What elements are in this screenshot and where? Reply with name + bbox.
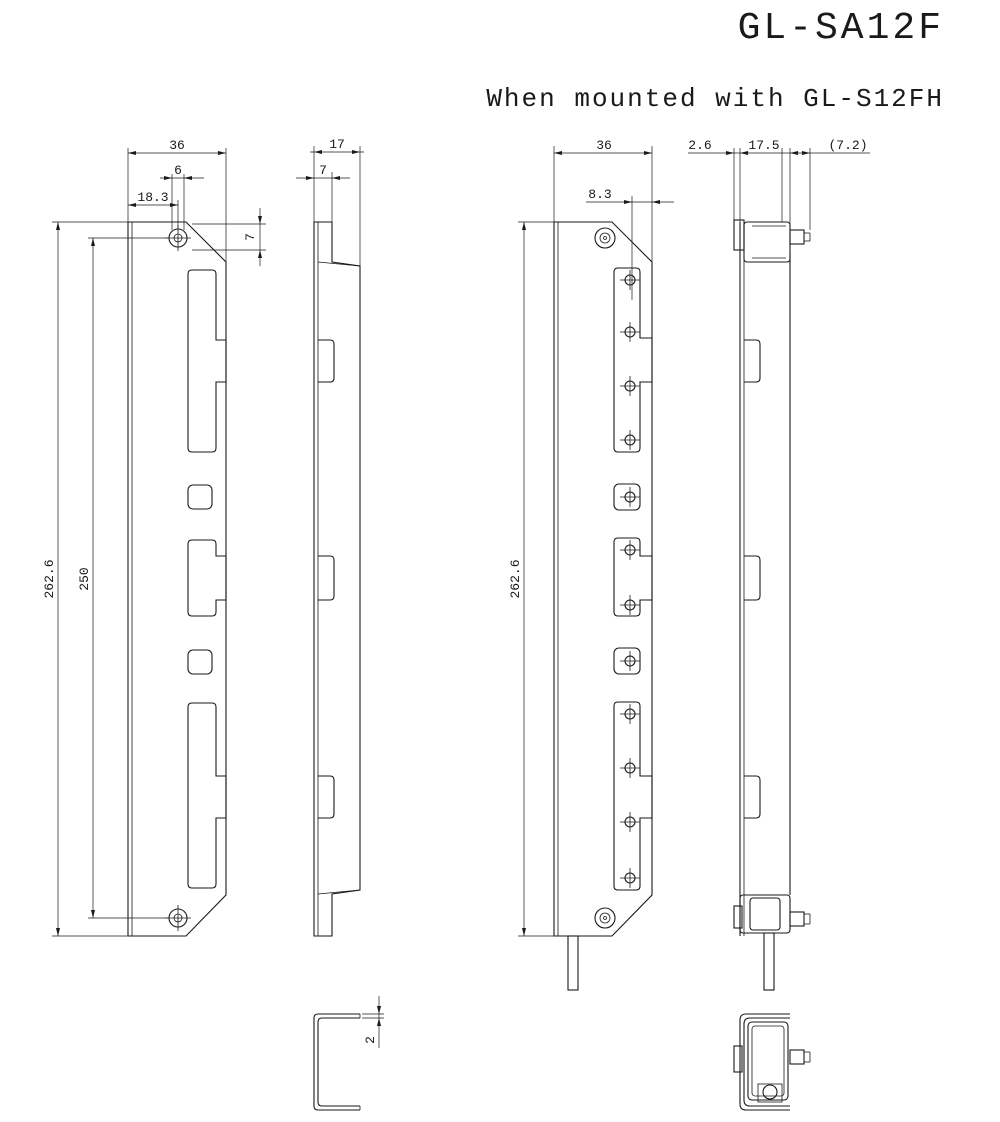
mounted-beam-centers — [620, 270, 640, 888]
dim-front-width: 36 — [169, 138, 185, 153]
dim-side-flange: 7 — [319, 163, 327, 178]
dim-hole-pitch: 250 — [77, 567, 92, 590]
mounted-side-dimensions: 2.6 17.5 (7.2) — [688, 138, 870, 230]
dim-total-length: 262.6 — [42, 559, 57, 598]
dim-hole-offset: 18.3 — [137, 190, 168, 205]
front-view-dimensions: 36 6 18.3 7 262.6 250 — [42, 138, 266, 937]
dim-side-width: 17 — [329, 137, 345, 152]
dim-mounted-length: 262.6 — [508, 559, 523, 598]
section-view — [313, 1013, 361, 1111]
side-view — [313, 221, 361, 937]
mounted-front-view — [553, 221, 653, 991]
dim-mounted-hole-offset: 8.3 — [588, 187, 611, 202]
dim-mounted-side-c: (7.2) — [828, 138, 867, 153]
dim-top-hole-height: 7 — [243, 233, 258, 241]
front-view — [127, 221, 227, 937]
side-view-dimensions: 17 7 — [296, 137, 364, 266]
dim-mounted-side-a: 2.6 — [688, 138, 711, 153]
drawing-subtitle: When mounted with GL-S12FH — [486, 84, 944, 114]
drawing-title: GL-SA12F — [738, 7, 944, 50]
dim-section-thickness: 2 — [363, 1036, 378, 1044]
section-dimensions: 2 — [362, 996, 384, 1048]
dim-hole-spacing: 6 — [174, 163, 182, 178]
dim-mounted-side-b: 17.5 — [748, 138, 779, 153]
mounted-side-view — [733, 219, 811, 991]
dim-mounted-width: 36 — [596, 138, 612, 153]
mounted-section-view — [733, 1013, 811, 1111]
mounted-front-dimensions: 36 8.3 262.6 — [508, 138, 674, 937]
